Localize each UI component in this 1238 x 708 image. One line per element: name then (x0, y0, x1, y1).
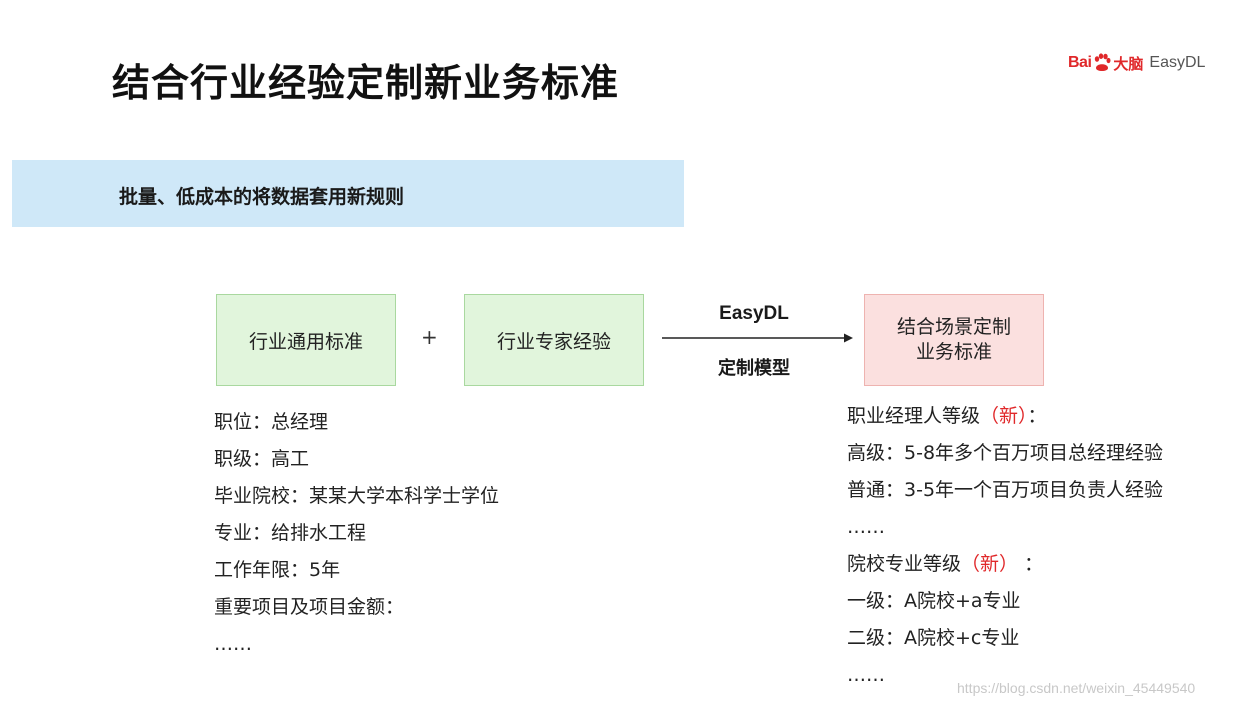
school-level-label: 院校专业等级 (847, 553, 962, 575)
manager-level-heading: 职业经理人等级（新）： (847, 398, 1163, 435)
logo-dana-text: 大脑 (1113, 54, 1144, 73)
list-item: 毕业院校：某某大学本科学士学位 (214, 485, 500, 507)
new-tag: （新） (980, 405, 1028, 427)
industry-standard-box: 行业通用标准 (216, 294, 396, 386)
list-item: 重要项目及项目金额： (214, 596, 405, 618)
watermark: https://blog.csdn.net/weixin_45449540 (957, 680, 1196, 696)
new-tag: （新） (961, 553, 1019, 575)
list-item: 普通：3-5年一个百万项目负责人经验 (847, 479, 1164, 501)
logo-bai-text: Bai (1068, 54, 1092, 71)
manager-level-colon: ： (1027, 405, 1047, 427)
list-item: 高级：5-8年多个百万项目总经理经验 (847, 442, 1164, 464)
arrow-top-label: EasyDL (719, 303, 789, 324)
baidu-paw-icon (1095, 53, 1111, 71)
industry-expert-label: 行业专家经验 (496, 330, 611, 353)
school-level-colon: ： (1018, 553, 1044, 575)
plus-sign: + (421, 325, 438, 349)
custom-standard-line2: 业务标准 (915, 341, 992, 363)
new-standard-list: 职业经理人等级（新）： 高级：5-8年多个百万项目总经理经验 普通：3-5年一个… (847, 398, 1163, 694)
list-item: 一级：A院校+a专业 (847, 590, 1021, 612)
list-item: …… (214, 633, 252, 655)
industry-standard-label: 行业通用标准 (248, 330, 363, 353)
slide-title: 结合行业经验定制新业务标准 (112, 61, 620, 105)
custom-standard-box: 结合场景定制 业务标准 (864, 294, 1044, 386)
list-item: …… (847, 516, 885, 538)
list-item: 职位：总经理 (214, 411, 329, 433)
list-item: …… (847, 664, 885, 686)
list-item: 职级：高工 (214, 448, 310, 470)
manager-level-label: 职业经理人等级 (847, 405, 981, 427)
arrow-bottom-label: 定制模型 (718, 358, 790, 379)
subtitle-banner: 批量、低成本的将数据套用新规则 (12, 160, 684, 227)
custom-standard-line1: 结合场景定制 (896, 316, 1011, 338)
list-item: 专业：给排水工程 (214, 522, 367, 544)
logo-product-text: EasyDL (1149, 54, 1206, 71)
right-arrow-icon (662, 333, 853, 343)
school-level-heading: 院校专业等级（新） ： (847, 546, 1163, 583)
industry-expert-box: 行业专家经验 (464, 294, 644, 386)
baidu-easydl-logo: Bai 大脑 EasyDL (1068, 50, 1205, 76)
list-item: 二级：A院校+c专业 (847, 627, 1020, 649)
list-item: 工作年限：5年 (214, 559, 341, 581)
example-profile-list: 职位：总经理 职级：高工 毕业院校：某某大学本科学士学位 专业：给排水工程 工作… (214, 404, 499, 663)
banner-text: 批量、低成本的将数据套用新规则 (119, 186, 405, 208)
